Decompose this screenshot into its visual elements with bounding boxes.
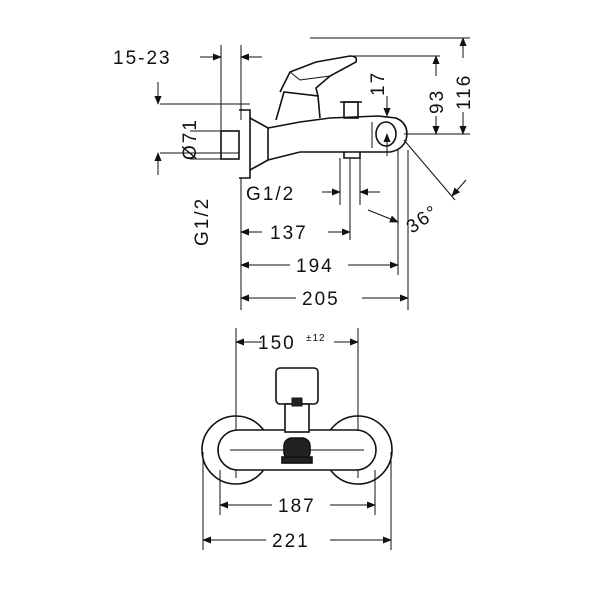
mixer-body bbox=[267, 101, 408, 161]
dim-221-label: 221 bbox=[272, 531, 310, 552]
dim-inlet-thread: G1/2 bbox=[190, 130, 221, 246]
dim-93: 93 bbox=[427, 55, 448, 135]
dim-centers-tolerance: ±12 bbox=[306, 333, 326, 344]
front-view: 150 ±12 187 221 bbox=[201, 328, 393, 552]
dim-outlet-thread: G1/2 bbox=[246, 184, 380, 205]
dim-221: 221 bbox=[202, 531, 392, 552]
dim-93-label: 93 bbox=[427, 89, 448, 114]
dim-angle-label: 36° bbox=[403, 201, 443, 238]
wall-connection bbox=[220, 109, 269, 179]
dim-116-label: 116 bbox=[454, 74, 475, 110]
lever-handle bbox=[275, 55, 358, 121]
dim-137-label: 137 bbox=[270, 223, 308, 244]
dim-17-label: 17 bbox=[368, 71, 389, 96]
dim-offset: 15-23 bbox=[113, 48, 262, 69]
dim-194-label: 194 bbox=[296, 256, 334, 277]
dim-diameter-label: Ø71 bbox=[180, 118, 201, 160]
dim-centers: 150 ±12 bbox=[235, 333, 359, 354]
dim-inlet-thread-label: G1/2 bbox=[192, 197, 213, 246]
dim-205-label: 205 bbox=[302, 289, 340, 310]
dim-centers-label: 150 bbox=[258, 333, 296, 354]
dim-187-label: 187 bbox=[278, 496, 316, 517]
dim-angle: 36° bbox=[367, 179, 467, 238]
dim-17: 17 bbox=[368, 71, 391, 156]
dim-194: 194 bbox=[240, 256, 399, 277]
dim-116: 116 bbox=[454, 37, 475, 135]
front-body bbox=[217, 429, 377, 471]
side-view: 15-23 Ø71 G1/2 17 93 bbox=[113, 37, 475, 310]
dim-diameter: Ø71 bbox=[154, 82, 201, 175]
dim-137: 137 bbox=[240, 223, 351, 244]
dim-187: 187 bbox=[219, 496, 376, 517]
dim-205: 205 bbox=[240, 289, 409, 310]
front-handle bbox=[275, 367, 319, 433]
dim-outlet-thread-label: G1/2 bbox=[246, 184, 295, 205]
dim-offset-label: 15-23 bbox=[113, 48, 172, 69]
